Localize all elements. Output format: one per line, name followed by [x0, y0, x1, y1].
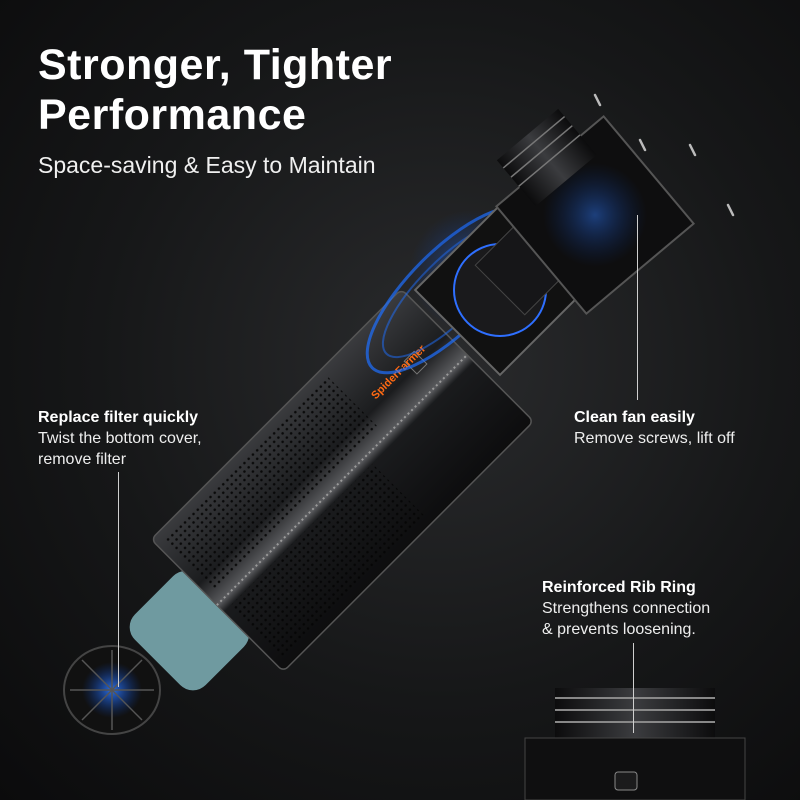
callout-title: Clean fan easily: [574, 409, 695, 426]
callout-text: Remove screws, lift off: [574, 430, 735, 447]
screws: [593, 93, 735, 217]
callout-text: Twist the bottom cover,: [38, 430, 202, 447]
callout-title: Reinforced Rib Ring: [542, 579, 696, 596]
callout-rib-ring: Reinforced Rib Ring Strengthens connecti…: [542, 577, 710, 640]
bottom-cover-disc: [63, 645, 161, 735]
rib-ring-connector: [524, 688, 746, 800]
headline: Stronger, Tighter Performance: [38, 40, 392, 140]
callout-text: remove filter: [38, 451, 127, 468]
callout-leader-line: [633, 643, 634, 733]
subtitle: Space-saving & Easy to Maintain: [38, 152, 376, 178]
callout-title: Replace filter quickly: [38, 409, 199, 426]
callout-leader-line: [637, 215, 638, 400]
headline-line2: Performance: [38, 91, 307, 139]
callout-replace-filter: Replace filter quickly Twist the bottom …: [38, 407, 202, 470]
headline-line1: Stronger, Tighter: [38, 41, 393, 89]
callout-clean-fan: Clean fan easily Remove screws, lift off: [574, 407, 735, 449]
callout-text: & prevents loosening.: [542, 621, 696, 638]
filter-body: [152, 290, 532, 670]
top-flange: [494, 108, 696, 316]
callout-leader-line: [118, 472, 119, 687]
callout-text: Strengthens connection: [542, 600, 711, 617]
